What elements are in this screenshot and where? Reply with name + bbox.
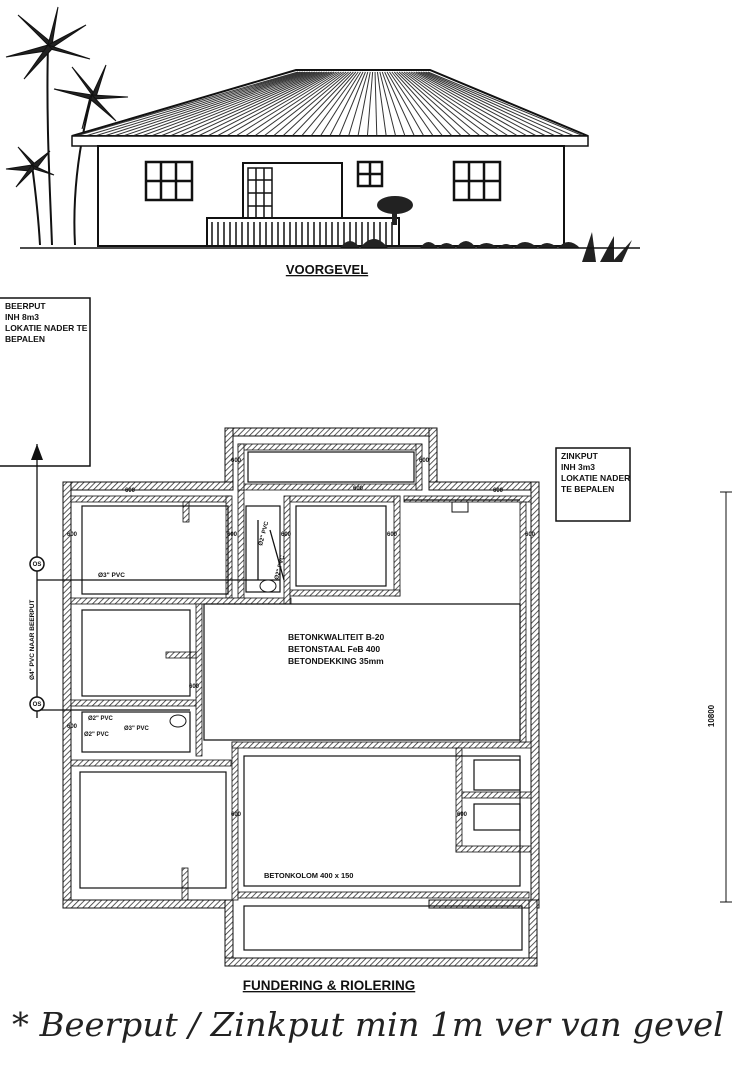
zinkput-line: INH 3m3 xyxy=(561,462,595,472)
footing-label: 600 xyxy=(493,488,504,494)
footing-label: 600 xyxy=(227,532,238,538)
zinkput-note: ZINKPUT INH 3m3 LOKATIE NADER TE BEPALEN xyxy=(555,447,631,522)
window-right xyxy=(452,160,502,202)
beerput-note: BEERPUT INH 8m3 LOKATIE NADER TE BEPALEN xyxy=(0,297,91,467)
footing-label: 600 xyxy=(67,724,78,730)
pipe-label: Ø3" PVC xyxy=(124,726,150,732)
footing-label: 600 xyxy=(231,812,242,818)
footing-label: 600 xyxy=(525,532,536,538)
toilet-icon xyxy=(169,501,469,728)
pipe-label: Ø2" PVC xyxy=(88,716,114,722)
window-small xyxy=(356,160,384,188)
zinkput-line: TE BEPALEN xyxy=(561,484,614,494)
beerput-line: INH 8m3 xyxy=(5,312,39,322)
beerput-line: LOKATIE NADER TE xyxy=(5,323,88,333)
zinkput-line: ZINKPUT xyxy=(561,451,599,461)
palm-tree-icon xyxy=(5,6,129,246)
dimension-label: 10800 xyxy=(707,704,716,727)
pipe-label: Ø2" PVC xyxy=(84,732,110,738)
pipe-label: Ø2" PVC xyxy=(258,520,270,546)
window-left xyxy=(144,160,194,202)
spec-line: BETONSTAAL FeB 400 xyxy=(288,644,380,654)
arrow-up-icon xyxy=(31,444,43,460)
footing-label: 600 xyxy=(457,812,468,818)
front-elevation: VOORGEVEL xyxy=(5,6,640,277)
shrub-icon xyxy=(340,196,632,262)
spec-line: BETONDEKKING 35mm xyxy=(288,656,384,666)
os-label: OS xyxy=(33,702,42,708)
foundation-plan: OS OS Ø4" PVC NAAR BEERPUT Ø3" PVC Ø2" P… xyxy=(29,427,732,993)
os-marker: OS xyxy=(29,696,45,712)
beerput-line: BEERPUT xyxy=(5,301,46,311)
footing-label: 600 xyxy=(125,488,136,494)
dimension-line xyxy=(720,491,732,903)
footing-label: 600 xyxy=(67,532,78,538)
spec-line: BETONKWALITEIT B-20 xyxy=(288,632,384,642)
plan-title: FUNDERING & RIOLERING xyxy=(243,978,416,993)
footing-label: 600 xyxy=(189,684,200,690)
front-door xyxy=(247,167,273,219)
footing-label: 600 xyxy=(231,458,242,464)
pipe-label: Ø3" PVC xyxy=(98,572,125,579)
footing-label: 600 xyxy=(353,486,364,492)
beerput-line: BEPALEN xyxy=(5,334,45,344)
footing-label: 600 xyxy=(419,458,430,464)
main-pipe-label: Ø4" PVC NAAR BEERPUT xyxy=(29,600,36,680)
handwritten-note: * Beerput / Zinkput min 1m ver van gevel xyxy=(12,1005,724,1044)
zinkput-line: LOKATIE NADER xyxy=(561,473,630,483)
footing-label: 600 xyxy=(387,532,398,538)
os-marker: OS xyxy=(29,556,45,572)
elevation-title: VOORGEVEL xyxy=(286,262,368,277)
footing-label: 600 xyxy=(281,532,292,538)
column-note: BETONKOLOM 400 x 150 xyxy=(264,871,353,880)
os-label: OS xyxy=(33,562,42,568)
